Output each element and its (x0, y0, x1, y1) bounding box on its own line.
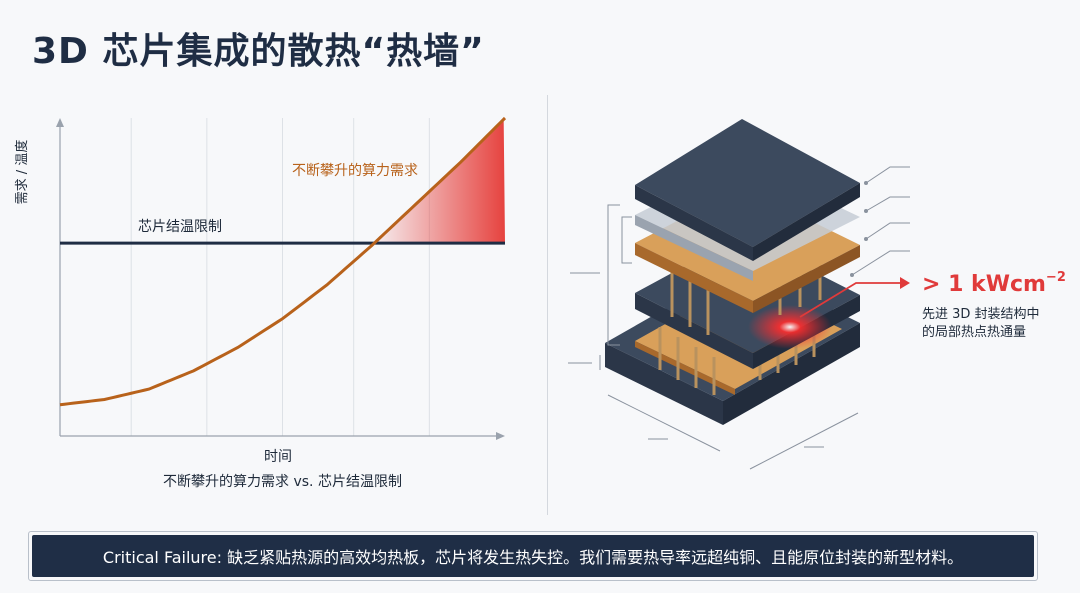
hotspot-arrow (799, 277, 910, 318)
y-axis-arrow (56, 118, 64, 127)
critical-failure-text: Critical Failure: 缺乏紧贴热源的高效均热板，芯片将发生热失控。… (32, 535, 1034, 577)
x-axis-arrow (496, 432, 505, 440)
demand-vs-temp-chart (56, 116, 507, 440)
demand-curve (59, 116, 507, 407)
heat-flux-value: > 1 kWcm−2 (922, 270, 1066, 297)
series-label-limit: 芯片结温限制 (138, 219, 222, 235)
layer-leader-lines (851, 166, 910, 276)
hotspot-glow (748, 305, 832, 349)
series-label-demand: 不断攀升的算力需求 (292, 163, 418, 179)
top-die-layer (635, 119, 860, 261)
critical-failure-banner: Critical Failure: 缺乏紧贴热源的高效均热板，芯片将发生热失控。… (28, 531, 1038, 581)
heat-flux-desc-line-2: 的局部热点热通量 (922, 325, 1027, 340)
y-axis-label: 需求 / 温度 (15, 139, 30, 205)
heat-flux-desc-line-1: 先进 3D 封装结构中 (922, 307, 1040, 322)
heat-flux-exponent: −2 (1045, 270, 1066, 285)
page-title: 3D 芯片集成的散热“热墙” (32, 31, 485, 72)
heat-flux-description: 先进 3D 封装结构中 的局部热点热通量 (922, 306, 1072, 342)
panel-divider (547, 95, 548, 515)
3d-chip-stack-diagram (568, 119, 910, 470)
chart-caption: 不断攀升的算力需求 vs. 芯片结温限制 (163, 474, 402, 490)
dimension-brackets (568, 204, 859, 470)
x-axis-label: 时间 (264, 449, 292, 465)
exceed-area (374, 119, 505, 244)
